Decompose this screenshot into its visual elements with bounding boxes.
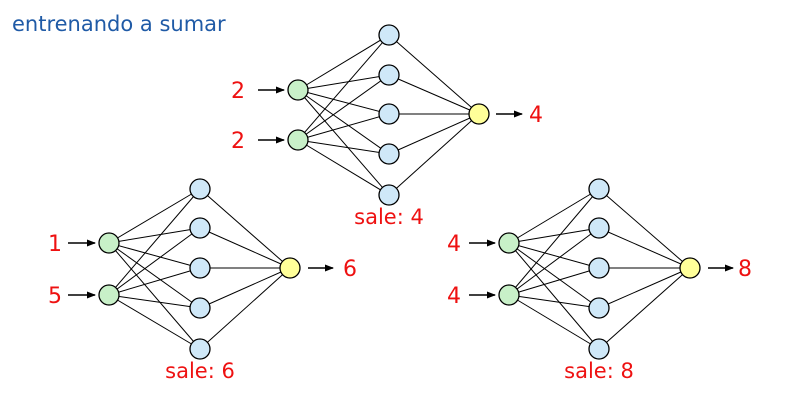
connection-line — [108, 242, 201, 350]
connection-line — [108, 242, 201, 309]
input-value-label: 1 — [48, 232, 62, 257]
input-value-label: 2 — [231, 129, 245, 154]
connection-line — [297, 139, 390, 196]
connection-line — [508, 267, 600, 296]
connection-line — [508, 188, 600, 296]
hidden-node — [588, 178, 610, 200]
input-value-label: 5 — [48, 284, 62, 309]
connection-line — [508, 242, 600, 309]
connection-line — [108, 227, 201, 244]
input-node — [498, 284, 520, 306]
output-node — [279, 257, 301, 279]
connection-line — [388, 34, 480, 115]
connection-line — [108, 294, 201, 350]
connection-line — [199, 188, 291, 269]
connection-line — [508, 242, 600, 350]
input-node — [98, 232, 120, 254]
input-node — [498, 232, 520, 254]
connection-line — [297, 74, 390, 141]
connection-line — [108, 242, 201, 269]
connection-line — [508, 294, 600, 350]
connection-line — [297, 89, 390, 115]
connection-line — [108, 188, 201, 244]
connection-line — [508, 294, 600, 309]
connection-line — [297, 34, 390, 91]
hidden-node — [189, 257, 211, 279]
network-caption: sale: 6 — [165, 359, 235, 383]
connection-line — [508, 188, 600, 244]
network-caption: sale: 8 — [564, 359, 634, 383]
connection-line — [297, 113, 390, 141]
input-value-label: 2 — [231, 79, 245, 104]
hidden-node — [378, 24, 400, 46]
output-value-label: 4 — [529, 103, 543, 128]
connection-line — [297, 89, 390, 155]
connection-line — [598, 188, 691, 269]
hidden-node — [588, 297, 610, 319]
output-value-label: 8 — [738, 257, 752, 282]
hidden-node — [378, 143, 400, 165]
connection-line — [108, 227, 201, 296]
connection-line — [199, 267, 291, 350]
connection-line — [598, 227, 691, 269]
connection-line — [388, 74, 480, 115]
network-caption: sale: 4 — [354, 205, 424, 229]
hidden-node — [378, 103, 400, 125]
hidden-node — [189, 338, 211, 360]
hidden-node — [378, 64, 400, 86]
input-value-label: 4 — [447, 232, 461, 257]
hidden-node — [378, 184, 400, 206]
network-3: 4 4 8 sale: 8 — [447, 178, 752, 383]
output-node — [679, 257, 701, 279]
connection-line — [508, 227, 600, 296]
connection-line — [598, 267, 691, 309]
hidden-node — [588, 217, 610, 239]
hidden-node — [189, 178, 211, 200]
network-2: 1 5 6 sale: 6 — [48, 178, 357, 383]
hidden-node — [588, 257, 610, 279]
hidden-node — [189, 217, 211, 239]
hidden-node — [189, 297, 211, 319]
connection-line — [388, 113, 480, 155]
output-node — [468, 103, 490, 125]
hidden-node — [588, 338, 610, 360]
connection-line — [108, 267, 201, 296]
connection-line — [297, 34, 390, 141]
output-value-label: 6 — [343, 257, 357, 282]
diagram-title: entrenando a sumar — [12, 12, 226, 36]
connection-line — [297, 74, 390, 91]
connection-line — [598, 267, 691, 350]
input-node — [98, 284, 120, 306]
connection-line — [508, 242, 600, 269]
connection-line — [388, 113, 480, 196]
connection-line — [297, 89, 390, 196]
connection-line — [508, 227, 600, 244]
connection-line — [297, 139, 390, 155]
input-value-label: 4 — [447, 284, 461, 309]
connection-line — [199, 227, 291, 269]
connection-line — [108, 188, 201, 296]
network-1: 2 2 4 sale: 4 — [231, 24, 543, 229]
connection-line — [199, 267, 291, 309]
input-node — [287, 129, 309, 151]
connection-line — [108, 294, 201, 309]
input-node — [287, 79, 309, 101]
